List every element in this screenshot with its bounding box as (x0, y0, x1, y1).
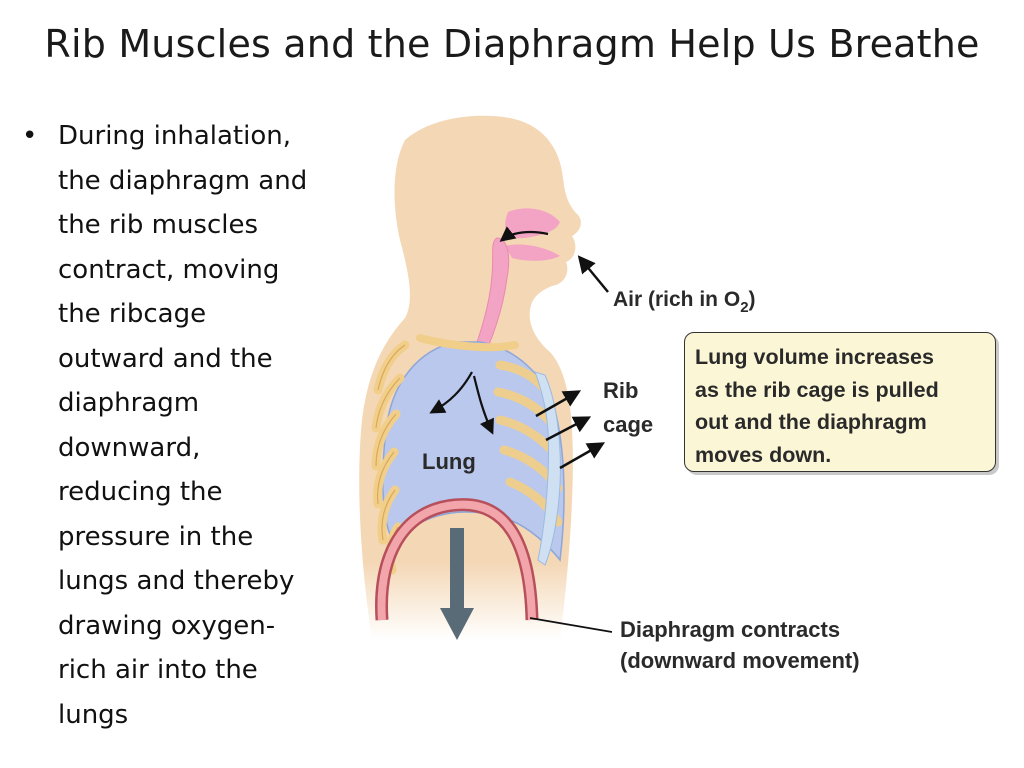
collarbone (416, 334, 519, 352)
sternum (534, 371, 561, 566)
bullet-line: downward, (58, 432, 201, 463)
diaphragm-leader-line (529, 617, 613, 633)
bullet-marker: • (22, 121, 38, 151)
bullet-line: contract, moving (58, 254, 280, 285)
diaphragm-label: (downward movement) (620, 648, 860, 673)
rib-cage-label: Rib (603, 378, 638, 403)
bullet-text: During inhalation, the diaphragm and the… (58, 114, 358, 737)
callout-line: moves down. (695, 442, 832, 467)
rib-cage-arrow-icon (535, 390, 606, 470)
callout-box: Lung volume increases as the rib cage is… (684, 332, 996, 472)
bullet-line: pressure in the (58, 521, 254, 552)
bullet-line: During inhalation, (58, 121, 291, 151)
bullet-line: rich air into the (58, 655, 258, 685)
down-arrow-icon (440, 528, 474, 640)
air-arrow-icon (577, 255, 609, 293)
bullet-line: diaphragm (58, 388, 200, 418)
bullet-line: drawing oxygen- (58, 610, 276, 641)
bullet-line: reducing the (58, 477, 223, 507)
diaphragm-label: Diaphragm contracts (620, 617, 840, 642)
mouth-cavity (505, 244, 560, 261)
lung-label: Lung (422, 449, 476, 474)
bullet-line: lungs and thereby (58, 566, 295, 596)
slide-title: Rib Muscles and the Diaphragm Help Us Br… (44, 22, 980, 66)
bullet-line: lungs (58, 699, 129, 730)
callout-line: as the rib cage is pulled (695, 377, 939, 402)
bullet-line: the rib muscles (58, 210, 259, 240)
air-label: Air (rich in O2) (613, 288, 756, 316)
rib-cage-label: cage (603, 412, 653, 437)
callout-line: out and the diaphragm (695, 410, 927, 434)
nasal-cavity (505, 208, 560, 239)
bullet-line: the ribcage (58, 299, 207, 329)
bullet-line: outward and the (58, 343, 273, 374)
callout-line: Lung volume increases (695, 345, 934, 369)
airflow-arrow-icon (429, 226, 549, 435)
bullet-line: the diaphragm and (58, 165, 308, 196)
